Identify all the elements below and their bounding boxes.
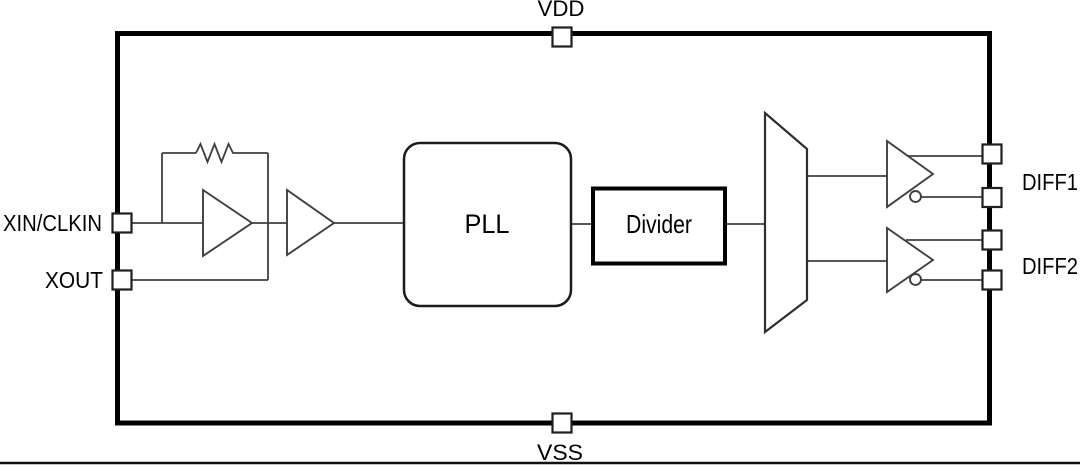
vdd-pin [551, 26, 573, 48]
diff2-label: DIFF2 [1022, 253, 1078, 279]
diff1-label: DIFF1 [1022, 169, 1078, 195]
diff1-comp-pin [981, 186, 1003, 209]
pll-block-label: PLL [465, 209, 510, 239]
vss-pin [551, 412, 573, 434]
xin-clkin-label: XIN/CLKIN [3, 210, 102, 236]
osc-amplifier-triangle [202, 188, 254, 258]
vdd-label: VDD [538, 0, 585, 21]
divider-block-label: Divider [626, 209, 692, 239]
diff2-driver-triangle [886, 226, 935, 294]
diff2-true-pin [981, 229, 1003, 251]
xout-pin [111, 269, 133, 291]
diff1-true-pin [981, 143, 1003, 165]
vss-label: VSS [537, 440, 583, 465]
xout-label: XOUT [45, 267, 103, 293]
divider-block [591, 186, 727, 266]
xin-clkin-pin [111, 212, 133, 234]
diff1-inversion-bubble [909, 190, 922, 203]
diff2-inversion-bubble [909, 273, 922, 286]
feedback-resistor-zigzag [195, 141, 238, 165]
diff1-driver-triangle [886, 139, 935, 209]
output-mux-trapezoid [763, 110, 809, 335]
diff2-comp-pin [981, 269, 1003, 291]
pll-block [402, 141, 573, 308]
input-buffer-triangle [286, 188, 336, 257]
